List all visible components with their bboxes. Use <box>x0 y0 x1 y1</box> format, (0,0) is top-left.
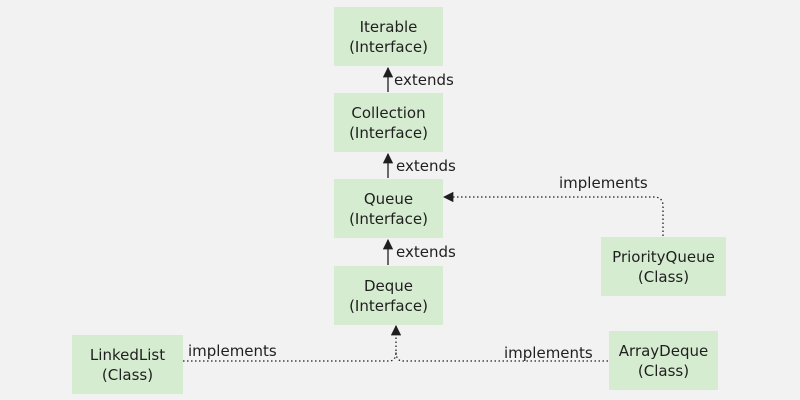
node-collection-name: Collection <box>351 103 426 122</box>
node-arraydeque-kind: (Class) <box>637 361 690 380</box>
node-collection: Collection (Interface) <box>334 93 443 152</box>
node-arraydeque-name: ArrayDeque <box>618 341 709 360</box>
label-priorityqueue-implements-queue: implements <box>559 174 648 192</box>
label-collection-extends-iterable: extends <box>394 71 454 89</box>
node-iterable-name: Iterable <box>359 17 418 36</box>
node-priorityqueue-name: PriorityQueue <box>612 247 715 266</box>
node-collection-kind: (Interface) <box>349 123 428 142</box>
node-queue-kind: (Interface) <box>349 209 428 228</box>
node-priorityqueue: PriorityQueue (Class) <box>601 237 726 296</box>
node-arraydeque: ArrayDeque (Class) <box>609 331 718 390</box>
node-linkedlist: LinkedList (Class) <box>72 335 183 394</box>
label-arraydeque-implements-deque: implements <box>504 344 593 362</box>
label-queue-extends-collection: extends <box>396 157 456 175</box>
label-linkedlist-implements-deque: implements <box>188 342 277 360</box>
edge-priorityqueue-to-queue <box>442 191 664 236</box>
node-queue: Queue (Interface) <box>334 179 443 238</box>
node-iterable-kind: (Interface) <box>349 37 428 56</box>
node-priorityqueue-kind: (Class) <box>637 267 690 286</box>
node-deque: Deque (Interface) <box>334 266 443 325</box>
node-queue-name: Queue <box>363 189 414 208</box>
node-linkedlist-kind: (Class) <box>101 365 154 384</box>
label-deque-extends-queue: extends <box>396 243 456 261</box>
edge-arraydeque-to-deque <box>395 351 608 362</box>
node-iterable: Iterable (Interface) <box>334 7 443 66</box>
node-deque-kind: (Interface) <box>349 296 428 315</box>
node-linkedlist-name: LinkedList <box>89 345 166 364</box>
node-deque-name: Deque <box>363 276 414 295</box>
